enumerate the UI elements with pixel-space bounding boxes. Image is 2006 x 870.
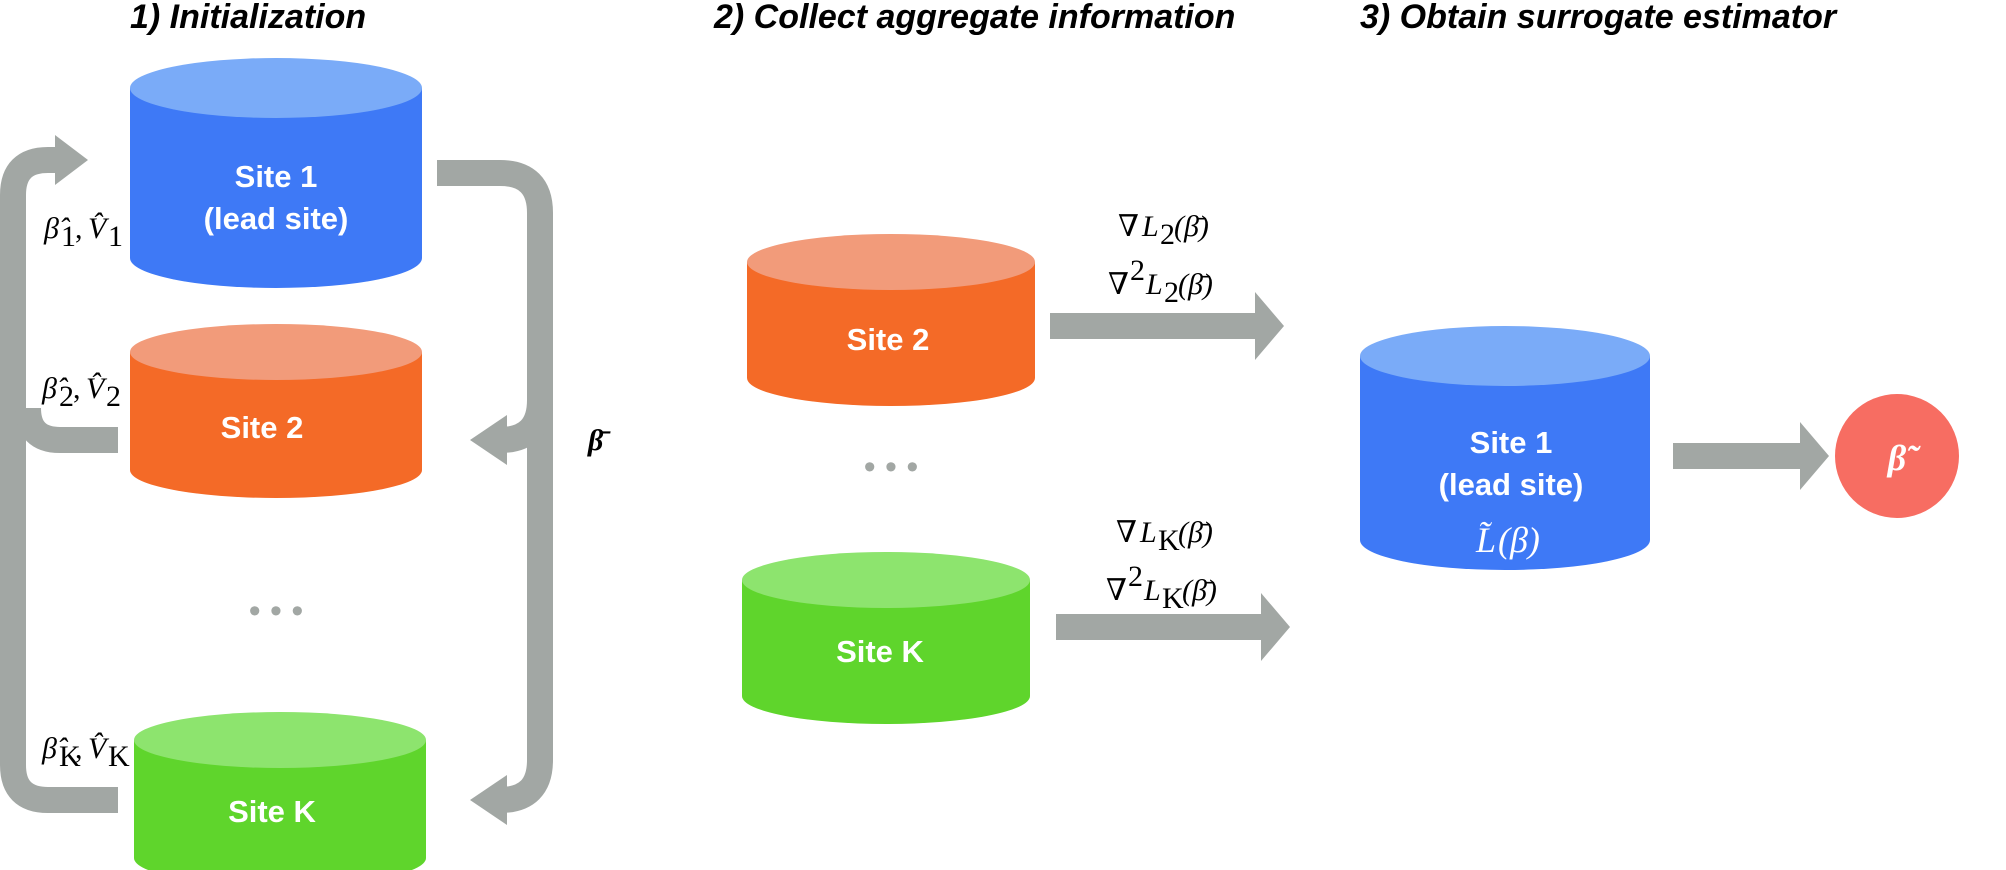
- v-hat: V̂: [86, 372, 108, 405]
- arrow-shaft: [1056, 614, 1266, 640]
- loss-L: L: [1139, 516, 1157, 549]
- site1-label: Site 1: [235, 159, 318, 194]
- cylinder-body: [1360, 356, 1650, 570]
- cylinder-body: [134, 740, 426, 870]
- cylinder-body: [130, 88, 422, 288]
- stage3-arrow: [1673, 422, 1829, 490]
- stage1-siteK-cylinder: Site K: [134, 712, 426, 870]
- stage1-site1-cylinder: Site 1 (lead site): [130, 58, 422, 288]
- cylinder-body: [742, 580, 1030, 724]
- stage1-site2-cylinder: Site 2: [130, 324, 422, 498]
- arrowhead-to-siteK: [470, 775, 507, 825]
- nabla-sup: 2: [1128, 560, 1143, 593]
- broadcast-branch: [499, 399, 553, 453]
- arrowhead-to-site1: [55, 135, 88, 185]
- nabla: ∇: [1116, 516, 1137, 549]
- cylinder-top: [1360, 326, 1650, 386]
- section-title-collect: 2) Collect aggregate information: [713, 0, 1235, 36]
- cylinder-top: [130, 324, 422, 380]
- loss-sub: K: [1162, 582, 1184, 615]
- v-hat: V̂: [88, 732, 110, 765]
- arg: (β̄): [1182, 574, 1217, 607]
- stage2-arrow-site2: [1050, 292, 1284, 360]
- section-title-obtain: 3) Obtain surrogate estimator: [1360, 0, 1838, 36]
- arg: (β̄): [1178, 516, 1213, 549]
- gradient-siteK: ∇ L K (β̄): [1116, 516, 1213, 557]
- surrogate-L: L̃: [1475, 520, 1496, 560]
- separator: ,: [75, 732, 83, 765]
- surrogate-arg: (β): [1498, 520, 1540, 560]
- return-path: [0, 147, 118, 813]
- hessian-site2: ∇ 2 L 2 (β̄): [1108, 254, 1213, 309]
- stage2-site2-cylinder: Site 2: [747, 234, 1035, 406]
- hessian-siteK: ∇ 2 L K (β̄): [1106, 560, 1217, 615]
- stage3-site1-cylinder: Site 1 (lead site) L̃ (β): [1360, 326, 1650, 570]
- beta-sub: 2: [59, 380, 74, 413]
- nabla: ∇: [1106, 574, 1127, 607]
- nabla-sup: 2: [1130, 254, 1145, 287]
- arrow-shaft: [1050, 313, 1260, 339]
- site1-sublabel: (lead site): [1439, 467, 1584, 502]
- loss-L: L: [1145, 268, 1163, 301]
- loss-L: L: [1141, 210, 1159, 243]
- loss-sub: 2: [1160, 218, 1175, 251]
- arrow-head: [1800, 422, 1829, 490]
- cylinder-top: [747, 234, 1035, 290]
- beta-sub: 1: [61, 220, 76, 253]
- estimator-circle: β̃: [1835, 394, 1959, 518]
- nabla: ∇: [1108, 268, 1129, 301]
- estimator-disc: [1835, 394, 1959, 518]
- stage2-ellipsis: • • •: [864, 448, 919, 486]
- site1-sublabel: (lead site): [204, 201, 349, 236]
- v-hat: V̂: [88, 212, 110, 245]
- arg: (β̄): [1178, 268, 1213, 301]
- gradient-site2: ∇ L 2 (β̄): [1118, 210, 1209, 251]
- broadcast-path: [437, 160, 553, 813]
- return-branch: [15, 407, 118, 453]
- stage1-arrows: [0, 147, 553, 813]
- loss-sub: 2: [1164, 276, 1179, 309]
- separator: ,: [75, 212, 83, 245]
- cylinder-body: [130, 352, 422, 498]
- site2-label: Site 2: [221, 410, 304, 445]
- siteK-label: Site K: [836, 634, 924, 669]
- site2-label: Site 2: [847, 322, 930, 357]
- cylinder-body: [747, 262, 1035, 406]
- v-sub: 2: [106, 380, 121, 413]
- v-sub: 1: [108, 220, 123, 253]
- cylinder-top: [742, 552, 1030, 608]
- arrowhead-to-site2: [470, 415, 507, 465]
- cylinder-top: [134, 712, 426, 768]
- beta-sub: K: [59, 740, 81, 773]
- local-estimate-K: β̂ K , V̂ K: [41, 732, 130, 773]
- loss-sub: K: [1158, 524, 1180, 557]
- local-estimate-1: β̂ 1 , V̂ 1: [43, 212, 123, 253]
- loss-L: L: [1143, 574, 1161, 607]
- separator: ,: [73, 372, 81, 405]
- siteK-label: Site K: [228, 794, 316, 829]
- site1-label: Site 1: [1470, 425, 1553, 460]
- arg: (β̄): [1174, 210, 1209, 243]
- arrow-head: [1261, 593, 1290, 661]
- stage1-ellipsis: • • •: [249, 592, 304, 630]
- arrow-shaft: [1673, 443, 1805, 469]
- arrow-head: [1255, 292, 1284, 360]
- section-title-initialization: 1) Initialization: [130, 0, 366, 36]
- cylinder-top: [130, 58, 422, 118]
- stage2-arrow-siteK: [1056, 593, 1290, 661]
- nabla: ∇: [1118, 210, 1139, 243]
- stage2-siteK-cylinder: Site K: [742, 552, 1030, 724]
- v-sub: K: [108, 740, 130, 773]
- beta-bar-label: β̄: [587, 424, 611, 457]
- local-estimate-2: β̂ 2 , V̂ 2: [41, 372, 121, 413]
